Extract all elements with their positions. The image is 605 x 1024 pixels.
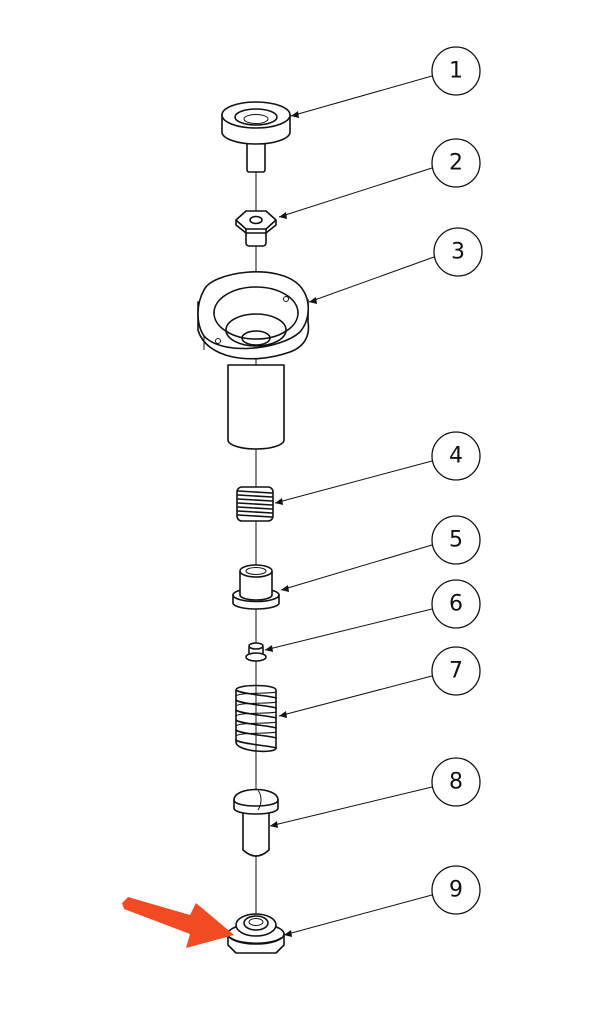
callout-bubble — [431, 865, 481, 915]
part-2-hex-nut — [235, 210, 277, 247]
part-1-cap — [221, 101, 291, 173]
callout-bubble — [431, 757, 481, 807]
callout-9: 9 — [431, 865, 481, 915]
callout-bubble — [431, 579, 481, 629]
part-4-small-spring — [236, 486, 274, 522]
callout-8: 8 — [431, 757, 481, 807]
leader-lines — [264, 75, 435, 937]
callout-number: 4 — [449, 444, 463, 469]
part-7-large-spring — [235, 684, 277, 753]
callout-number: 9 — [449, 878, 463, 903]
callout-bubble — [431, 646, 481, 696]
part-5-bushing — [232, 564, 280, 610]
callout-4: 4 — [431, 431, 481, 481]
part-3-housing — [197, 271, 310, 450]
callout-number: 8 — [449, 770, 463, 795]
callout-5: 5 — [431, 515, 481, 565]
callout-number: 3 — [451, 240, 465, 265]
callout-number: 1 — [449, 59, 463, 84]
callout-number: 6 — [449, 592, 463, 617]
callout-7: 7 — [431, 646, 481, 696]
callout-number: 5 — [449, 528, 463, 553]
callout-bubble — [433, 227, 483, 277]
callout-bubble — [431, 138, 481, 188]
callout-bubble — [431, 515, 481, 565]
callout-3: 3 — [433, 227, 483, 277]
callout-bubble — [431, 431, 481, 481]
callout-6: 6 — [431, 579, 481, 629]
red-arrow-annotation — [122, 897, 234, 948]
part-8-plunger — [233, 788, 279, 857]
callout-1: 1 — [431, 46, 481, 96]
callout-2: 2 — [431, 138, 481, 188]
callout-number: 2 — [449, 151, 463, 176]
part-9-seal-nut — [227, 913, 285, 954]
callout-number: 7 — [449, 659, 463, 684]
part-6-pin — [245, 642, 267, 662]
callout-bubble — [431, 46, 481, 96]
